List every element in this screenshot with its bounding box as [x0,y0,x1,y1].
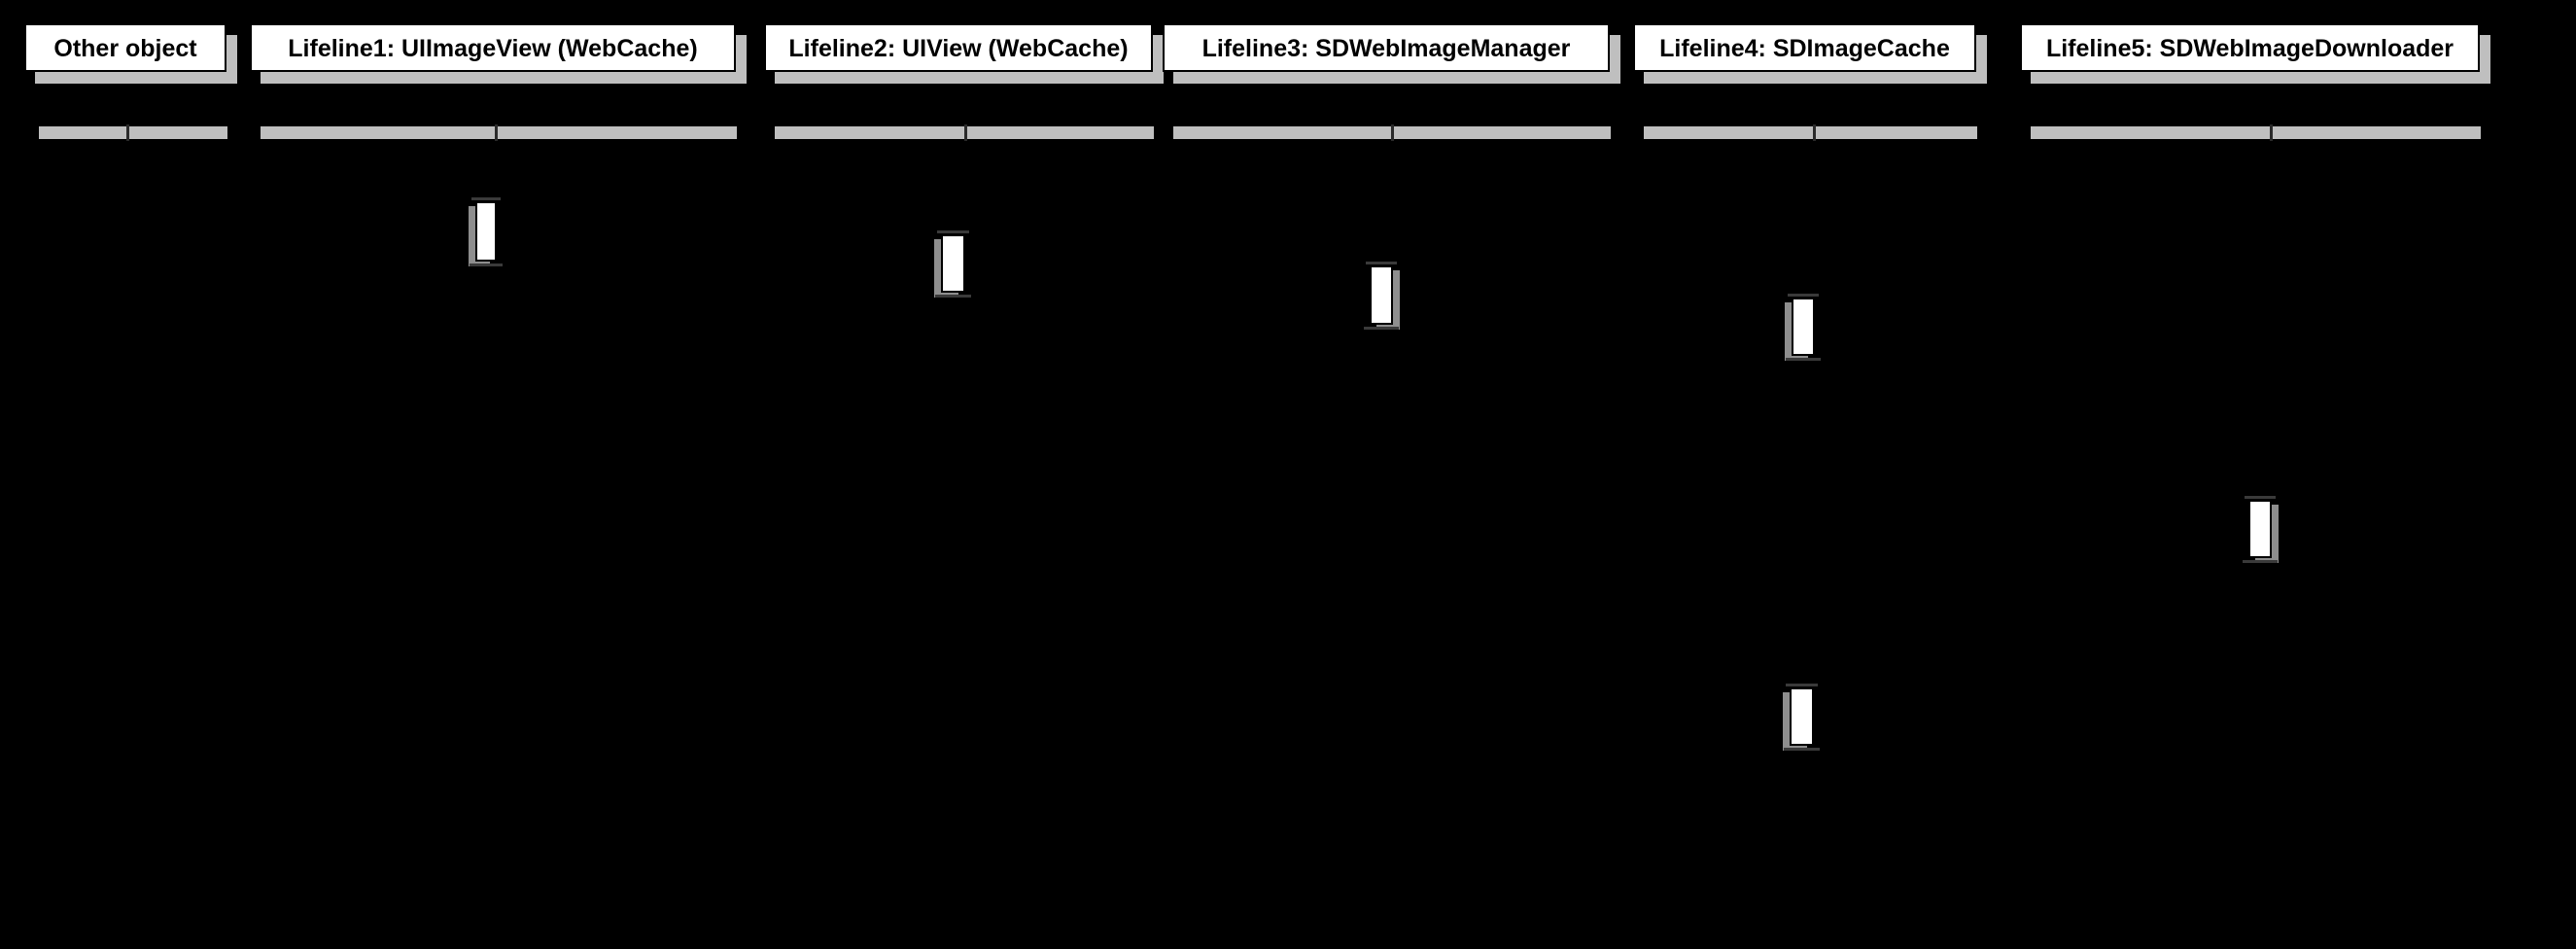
activation-bottom-tick [1364,327,1399,330]
lifeline-label: Lifeline1: UIImageView (WebCache) [288,35,698,62]
activation-bottom-tick [470,264,503,266]
lifeline-underbar [39,126,227,139]
activation-top-tick [2245,496,2276,499]
activation-bar[interactable] [2248,500,2272,558]
lifeline-header-other-object[interactable]: Other object [0,0,2576,156]
lifeline-axis-tick [964,124,967,141]
lifeline-axis-tick [2270,124,2273,141]
lifeline-box[interactable]: Lifeline1: UIImageView (WebCache) [250,23,736,72]
lifeline-axis-tick [495,124,498,141]
lifeline-box[interactable]: Lifeline4: SDImageCache [1633,23,1976,72]
lifeline-axis-tick [1813,124,1816,141]
lifeline-box[interactable]: Lifeline3: SDWebImageManager [1163,23,1610,72]
lifeline-label: Lifeline4: SDImageCache [1659,35,1950,62]
lifeline-axis-tick [1391,124,1394,141]
lifeline-header-lifeline5[interactable]: Lifeline5: SDWebImageDownloader [0,0,2576,156]
activation-bar[interactable] [1790,687,1814,746]
activation-top-tick [937,230,969,233]
lifeline-header-lifeline3[interactable]: Lifeline3: SDWebImageManager [0,0,2576,156]
activation-top-tick [1366,262,1397,264]
activation-bottom-tick [935,295,971,298]
lifeline-underbar [1644,126,1977,139]
lifeline-header-lifeline4[interactable]: Lifeline4: SDImageCache [0,0,2576,156]
lifeline-box[interactable]: Lifeline5: SDWebImageDownloader [2020,23,2480,72]
activation-bottom-tick [1784,748,1820,751]
lifeline-label: Lifeline2: UIView (WebCache) [788,35,1129,62]
lifeline-box[interactable]: Lifeline2: UIView (WebCache) [764,23,1153,72]
activation-bar[interactable] [475,201,497,262]
activation-top-tick [1786,684,1818,686]
lifeline-header-lifeline2[interactable]: Lifeline2: UIView (WebCache) [0,0,2576,156]
activation-bar[interactable] [941,234,965,293]
lifeline-axis-tick [126,124,129,141]
activation-bar[interactable] [1370,265,1393,325]
activation-top-tick [1788,294,1819,297]
activation-top-tick [471,197,501,200]
lifeline-label: Lifeline3: SDWebImageManager [1201,35,1571,62]
activation-bottom-tick [2243,560,2278,563]
lifeline-header-lifeline1[interactable]: Lifeline1: UIImageView (WebCache) [0,0,2576,156]
activation-bottom-tick [1786,358,1821,361]
lifeline-underbar [2031,126,2481,139]
lifeline-box[interactable]: Other object [24,23,226,72]
activation-bar[interactable] [1792,298,1815,356]
lifeline-label: Other object [53,35,197,62]
lifeline-underbar [261,126,737,139]
lifeline-label: Lifeline5: SDWebImageDownloader [2045,35,2454,62]
